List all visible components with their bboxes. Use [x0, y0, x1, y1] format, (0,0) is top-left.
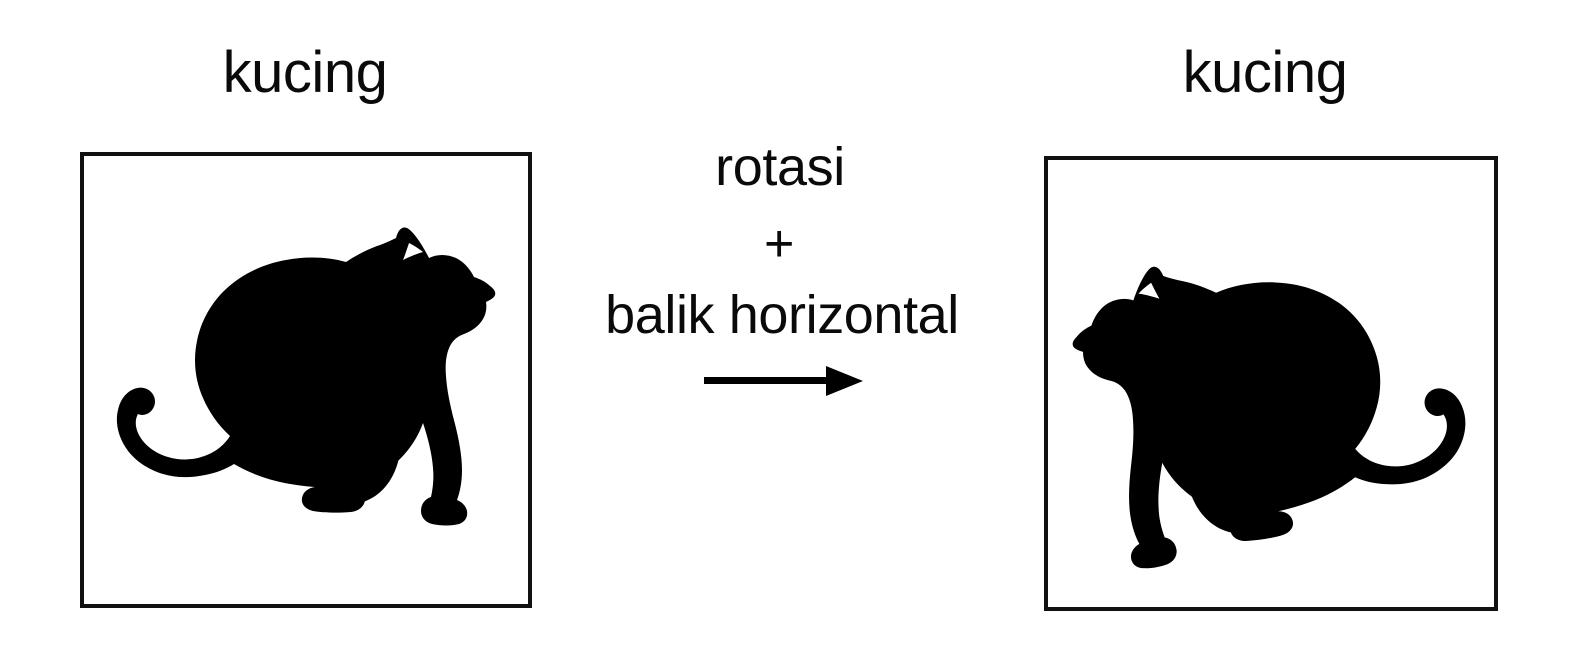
right-arrow-icon — [700, 360, 870, 404]
cat-silhouette-icon — [1072, 266, 1466, 569]
transform-line-rotation: rotasi — [715, 137, 845, 197]
source-image-frame — [80, 152, 532, 608]
cat-silhouette-icon — [116, 227, 496, 526]
transform-line-horizontal-flip: balik horizontal — [605, 285, 959, 345]
source-image-label: kucing — [222, 40, 388, 105]
result-image-frame — [1044, 156, 1498, 611]
result-image-label: kucing — [1182, 40, 1348, 105]
transform-operator-plus: + — [764, 215, 794, 273]
